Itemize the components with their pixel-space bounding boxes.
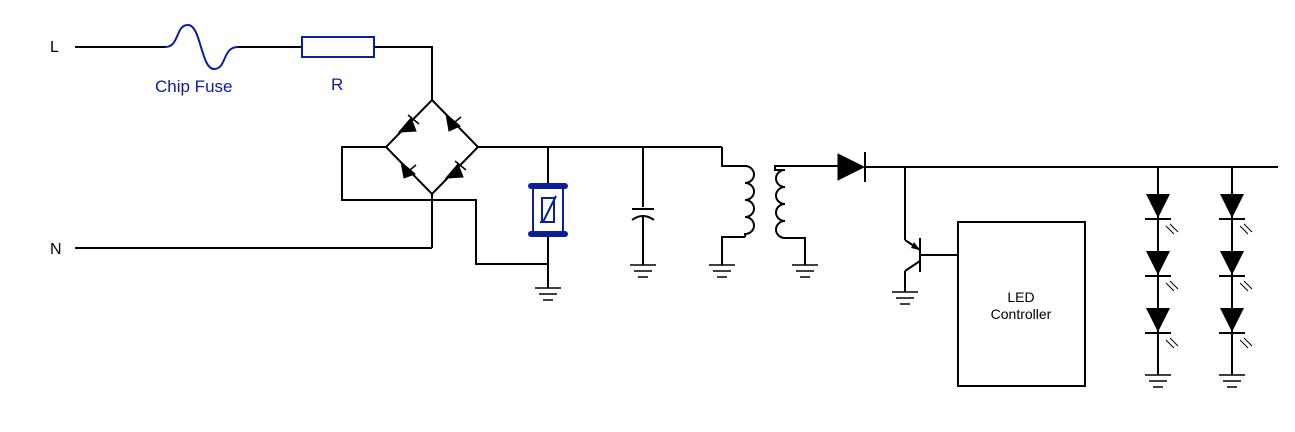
led-string-1 bbox=[1144, 167, 1179, 388]
line-input-wire bbox=[75, 46, 433, 100]
capacitor bbox=[629, 147, 657, 278]
transistor bbox=[891, 167, 958, 305]
chip-fuse bbox=[164, 23, 239, 71]
terminal-l-label: L bbox=[50, 39, 59, 56]
bridge-wiring bbox=[75, 146, 548, 265]
transformer-secondary bbox=[774, 165, 838, 278]
terminal-n-label: N bbox=[50, 241, 62, 258]
resistor-label: R bbox=[331, 75, 343, 94]
led-controller-box bbox=[957, 221, 1086, 387]
resistor bbox=[301, 36, 375, 58]
led-string-2 bbox=[1218, 167, 1253, 388]
output-diode bbox=[837, 152, 866, 182]
transformer-primary bbox=[708, 147, 755, 278]
controller-label-line2: Controller bbox=[991, 306, 1052, 322]
chip-fuse-label: Chip Fuse bbox=[155, 77, 232, 96]
controller-label-line1: LED bbox=[1007, 289, 1034, 305]
bridge-rectifier bbox=[384, 98, 480, 196]
varistor bbox=[528, 147, 568, 301]
